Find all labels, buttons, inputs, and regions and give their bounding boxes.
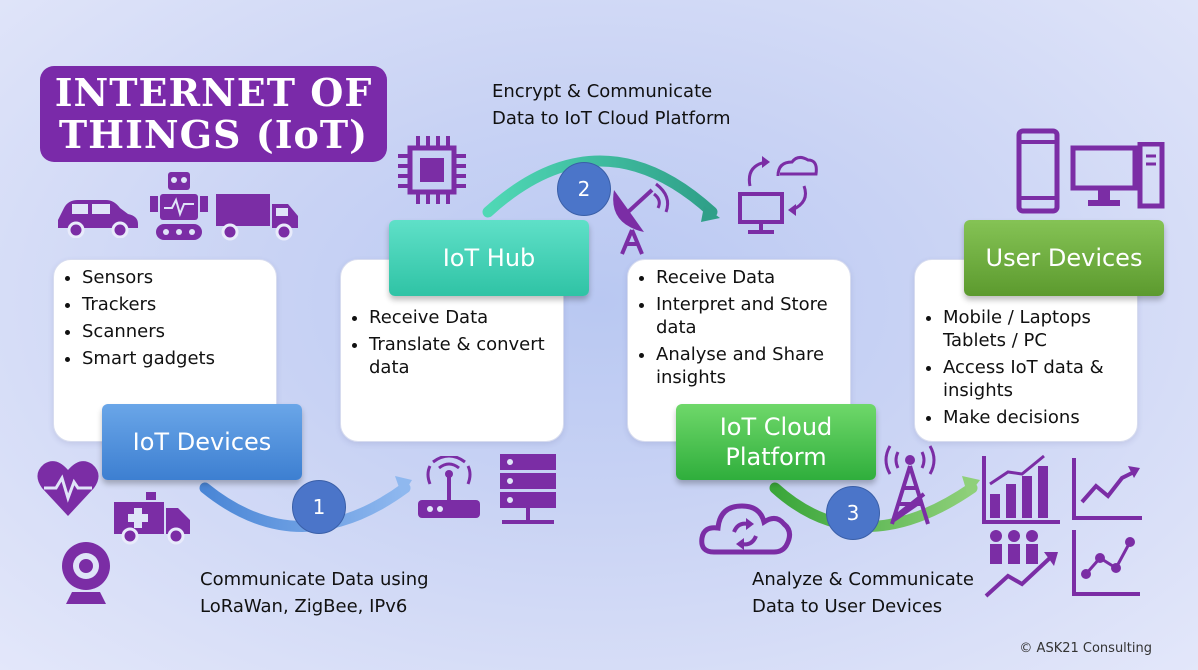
people-chart-icon bbox=[984, 530, 1058, 598]
step-1-badge: 1 bbox=[292, 480, 346, 534]
label-iot-devices: IoT Devices bbox=[102, 404, 302, 480]
bar-chart-icon bbox=[982, 454, 1060, 524]
line-chart-icon bbox=[1072, 458, 1142, 520]
caption-line: Encrypt & Communicate bbox=[492, 81, 713, 102]
truck-icon bbox=[216, 194, 298, 241]
label-text-line-2: Platform bbox=[725, 443, 827, 471]
device-item: Scanners bbox=[82, 320, 276, 343]
radio-tower-icon bbox=[884, 445, 936, 525]
cloud-item: Interpret and Store data bbox=[656, 293, 850, 339]
arrow-1-head bbox=[395, 476, 412, 496]
caption-line: Analyze & Communicate bbox=[752, 569, 974, 590]
label-text-line-1: IoT Cloud bbox=[719, 413, 833, 441]
label-user-devices: User Devices bbox=[964, 220, 1164, 296]
step-1-caption: Communicate Data using LoRaWan, ZigBee, … bbox=[200, 566, 429, 620]
ambulance-icon bbox=[114, 492, 190, 545]
label-text: User Devices bbox=[985, 244, 1143, 272]
cloud-sync-icon bbox=[699, 503, 792, 555]
copyright: © ASK21 Consulting bbox=[1019, 641, 1152, 656]
step-3-badge: 3 bbox=[826, 486, 880, 540]
user-item: Access IoT data & insights bbox=[943, 356, 1137, 402]
phone-icon bbox=[1016, 128, 1060, 214]
caption-line: Data to IoT Cloud Platform bbox=[492, 108, 731, 129]
user-item: Make decisions bbox=[943, 406, 1137, 429]
arrow-2 bbox=[482, 155, 718, 218]
label-text: IoT Hub bbox=[442, 244, 536, 272]
title-line-2: THINGS (IoT) bbox=[58, 112, 369, 157]
device-item: Trackers bbox=[82, 293, 276, 316]
heart-pulse-icon bbox=[37, 461, 99, 516]
user-item: Mobile / Laptops Tablets / PC bbox=[943, 306, 1137, 352]
computer-cloud-sync-icon bbox=[738, 155, 818, 234]
server-icon bbox=[500, 454, 556, 524]
label-text: IoT Devices bbox=[132, 428, 272, 456]
step-2-caption: Encrypt & Communicate Data to IoT Cloud … bbox=[492, 78, 731, 132]
device-item: Smart gadgets bbox=[82, 347, 276, 370]
scatter-chart-icon bbox=[1072, 530, 1140, 596]
hub-item: Receive Data bbox=[369, 306, 563, 329]
cloud-item: Receive Data bbox=[656, 266, 850, 289]
satellite-dish-icon bbox=[613, 182, 670, 255]
caption-line: LoRaWan, ZigBee, IPv6 bbox=[200, 596, 408, 617]
page-title: INTERNET OF THINGS (IoT) bbox=[40, 66, 387, 162]
step-3-caption: Analyze & Communicate Data to User Devic… bbox=[752, 566, 974, 620]
arrow-2-head bbox=[701, 206, 720, 222]
chip-icon bbox=[398, 136, 466, 204]
router-icon bbox=[418, 456, 480, 518]
device-item: Sensors bbox=[82, 266, 276, 289]
robot-icon bbox=[150, 172, 208, 240]
step-2-badge: 2 bbox=[557, 162, 611, 216]
label-iot-hub: IoT Hub bbox=[389, 220, 589, 296]
hub-item: Translate & convert data bbox=[369, 333, 563, 379]
label-iot-cloud-platform: IoT Cloud Platform bbox=[676, 404, 876, 480]
title-line-1: INTERNET OF bbox=[54, 70, 373, 115]
desktop-icon bbox=[1070, 142, 1165, 209]
caption-line: Communicate Data using bbox=[200, 569, 429, 590]
car-icon bbox=[58, 200, 138, 238]
caption-line: Data to User Devices bbox=[752, 596, 943, 617]
webcam-icon bbox=[62, 542, 110, 604]
arrow-3-head bbox=[962, 476, 980, 496]
cloud-item: Analyse and Share insights bbox=[656, 343, 850, 389]
